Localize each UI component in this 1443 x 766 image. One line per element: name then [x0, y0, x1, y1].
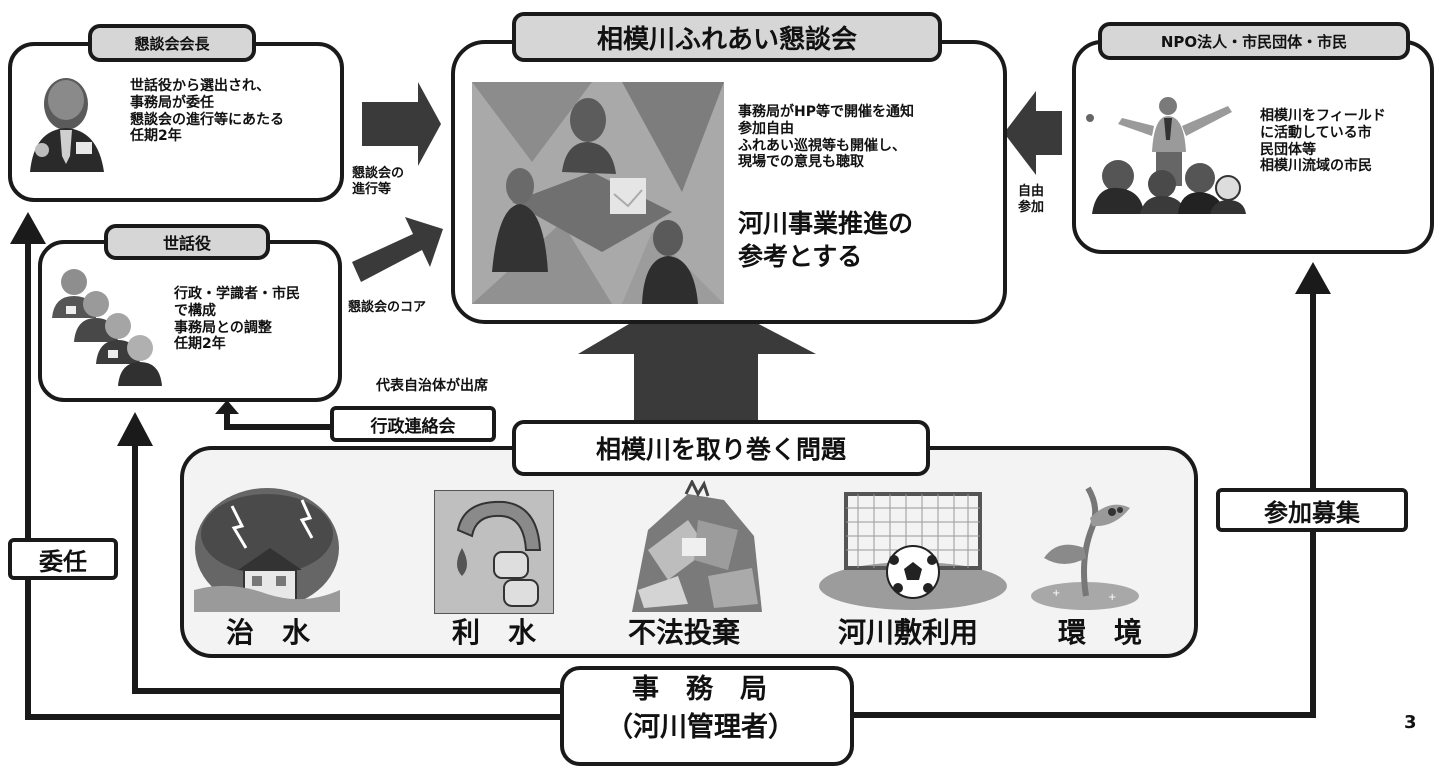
people-group-icon	[52, 269, 162, 386]
chairman-description: 世話役から選出され、 事務局が委任 懇談会の進行等にあたる 任期2年	[130, 78, 284, 145]
representative-label: 代表自治体が出席	[376, 378, 488, 394]
delegate-label: 委任	[8, 538, 118, 580]
issues-title: 相模川を取り巻く問題	[512, 420, 930, 476]
council-description: 事務局がHP等で開催を通知 参加自由 ふれあい巡視等も開催し、 現場での意見も聴…	[738, 104, 914, 171]
liaison-line-horizontal	[224, 424, 330, 430]
delegate-arrowhead	[10, 212, 46, 244]
liaison-line-vertical	[224, 412, 230, 430]
npo-title: NPO法人・市民団体・市民	[1098, 22, 1410, 60]
delegate-line-vertical	[25, 240, 31, 720]
flood-storm-icon	[194, 488, 340, 612]
caretaker-box	[38, 240, 342, 402]
secretariat-name: 事 務 局	[632, 674, 767, 705]
water-faucet-icon	[434, 490, 554, 614]
progress-block-arrow	[362, 82, 441, 166]
core-arrow-label: 懇談会のコア	[348, 300, 427, 315]
svg-text:+: +	[1108, 592, 1116, 603]
caretaker-title: 世話役	[104, 224, 270, 260]
issue-label-illegal-dumping: 不法投棄	[628, 616, 741, 649]
recruit-arrowhead	[1295, 262, 1331, 294]
secretariat-caretaker-arrowhead	[117, 412, 153, 446]
council-title: 相模川ふれあい懇談会	[512, 12, 942, 62]
issue-label-environment: 環 境	[1058, 616, 1143, 649]
chairman-title: 懇談会会長	[88, 24, 256, 62]
businessman-icon	[30, 78, 104, 172]
delegate-line-bottom	[25, 714, 565, 720]
council-purpose: 河川事業推進の 参考とする	[738, 209, 914, 271]
page-number: 3	[1404, 712, 1417, 733]
free-join-block-arrow	[1004, 91, 1062, 175]
secretariat-role: （河川管理者）	[606, 712, 795, 743]
caretaker-description: 行政・学識者・市民 で構成 事務局との調整 任期2年	[174, 286, 300, 353]
progress-arrow-label: 懇談会の 進行等	[352, 166, 405, 197]
issue-label-riverbed-use: 河川敷利用	[838, 616, 979, 649]
svg-text:+: +	[1052, 588, 1060, 599]
liaison-arrowhead	[215, 400, 239, 414]
speaker-audience-icon	[1086, 97, 1246, 214]
core-block-arrow	[352, 217, 443, 282]
secretariat-caretaker-line-vertical	[132, 442, 138, 694]
plant-sprout-icon: ++	[1031, 486, 1139, 610]
issue-label-flood: 治 水	[226, 616, 311, 649]
recruit-label: 参加募集	[1216, 488, 1408, 532]
meeting-photo-icon	[472, 82, 724, 304]
garbage-pile-icon	[632, 480, 762, 612]
free-join-arrow-label: 自由 参加	[1018, 184, 1045, 215]
admin-liaison-label: 行政連絡会	[330, 406, 496, 442]
issue-label-water-use: 利 水	[452, 616, 537, 649]
npo-description: 相模川をフィールド に活動している市 民団体等 相模川流域の市民	[1260, 108, 1386, 175]
recruit-line-bottom	[852, 712, 1316, 718]
soccer-goal-icon	[819, 492, 1007, 610]
secretariat-caretaker-line-bottom	[132, 688, 565, 694]
